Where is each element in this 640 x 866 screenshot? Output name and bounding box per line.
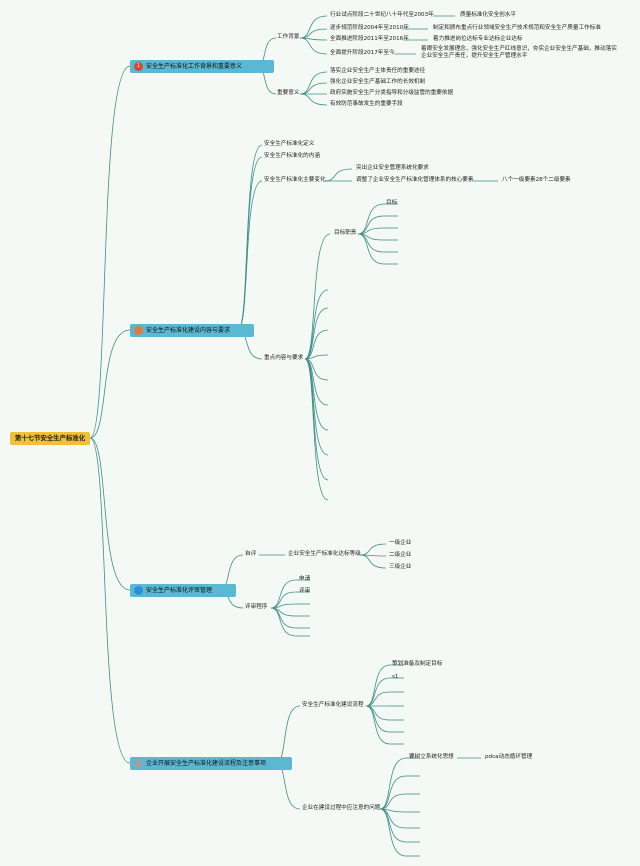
- node-stage-2-result[interactable]: 制定和颁布重点行业领域安全生产技术规范和安全生产质量工作标准: [433, 25, 601, 31]
- connector-51: [359, 543, 387, 556]
- connector-44: [357, 233, 385, 253]
- connector-62: [270, 607, 297, 629]
- section-4-badge: [134, 759, 143, 768]
- connector-82: [379, 757, 407, 810]
- node-flow-1[interactable]: 策划准备及制定目标: [392, 661, 443, 667]
- connector-56: [270, 591, 297, 609]
- node-pdca[interactable]: pdca动态循环管理: [485, 754, 533, 760]
- node-flow-2[interactable]: s1: [392, 674, 399, 680]
- connector-2: [89, 437, 131, 591]
- node-evaluate[interactable]: 评审: [299, 588, 311, 594]
- node-apply[interactable]: 申请: [299, 576, 311, 582]
- connector-38: [357, 215, 385, 235]
- node-stage-3-result[interactable]: 着力推进岗位达标专业达标企业达标: [433, 36, 523, 42]
- connector-70: [365, 677, 391, 707]
- connector-28: [304, 329, 329, 360]
- section-node-process[interactable]: 企业开展安全生产标准化建设流程及注意事项: [130, 757, 292, 770]
- connector-27: [304, 307, 329, 360]
- node-grade-1[interactable]: 一级企业: [389, 540, 412, 546]
- node-change-1[interactable]: 突出企业安全管理系统化要求: [356, 165, 429, 171]
- node-issues[interactable]: 企业在建设过程中应注意的问题: [302, 805, 381, 811]
- connector-0: [89, 65, 131, 439]
- node-stage-3[interactable]: 全面推进阶段2011年至2016年: [330, 36, 409, 42]
- connector-84: [379, 775, 407, 810]
- connector-35: [304, 358, 329, 501]
- connector-86: [379, 793, 407, 810]
- connector-78: [365, 705, 391, 733]
- node-significance-4[interactable]: 有效防范事故发生的重要手段: [330, 101, 403, 107]
- section-1-label: 安全生产标准化工作背景和重要意义: [146, 63, 243, 70]
- connector-80: [365, 705, 391, 745]
- node-grade-3[interactable]: 三级企业: [389, 564, 412, 570]
- connector-29: [304, 354, 329, 360]
- node-main-changes[interactable]: 安全生产标准化主要变化: [264, 177, 326, 183]
- section-node-background[interactable]: 1 安全生产标准化工作背景和重要意义: [130, 60, 274, 73]
- connector-14: [299, 71, 328, 95]
- node-definition[interactable]: 安全生产标准化定义: [264, 141, 315, 147]
- connector-46: [357, 233, 385, 265]
- connector-72: [365, 691, 391, 707]
- node-connotation[interactable]: 安全生产标准化的内涵: [264, 153, 320, 159]
- connector-1: [89, 329, 131, 439]
- connector-58: [270, 603, 297, 609]
- connector-26: [304, 289, 329, 360]
- connector-33: [304, 358, 329, 456]
- section-4-label: 企业开展安全生产标准化建设流程及注意事项: [146, 760, 267, 767]
- connector-54: [270, 579, 297, 609]
- node-goal[interactable]: 目标: [386, 200, 398, 206]
- node-stage-4[interactable]: 全面提升阶段2017年至今: [330, 50, 395, 56]
- connector-94: [379, 808, 407, 857]
- connector-6: [299, 15, 328, 39]
- node-significance[interactable]: 重要意义: [277, 90, 300, 96]
- connector-64: [270, 607, 297, 637]
- root-node[interactable]: 第十七节安全生产标准化: [10, 432, 90, 445]
- connector-68: [365, 664, 391, 707]
- section-2-label: 安全生产标准化建设内容与要求: [146, 327, 231, 334]
- node-stage-1-result[interactable]: 质量标准化安全创水平: [460, 12, 516, 18]
- node-change-2[interactable]: 调整了企业安全生产标准化管理体系的核心要素: [356, 177, 474, 183]
- node-stage-4-result[interactable]: 着眼安全发展理念，强化安全生产红线意识，夯实企业安全生产基础，推动落实企业安全生…: [421, 46, 617, 59]
- section-3-label: 安全生产标准化评审管理: [146, 587, 213, 594]
- node-significance-2[interactable]: 强化企业安全生产基础工作的长效机制: [330, 79, 426, 85]
- node-grade[interactable]: 企业安全生产标准化达标等级: [288, 551, 361, 557]
- node-grade-2[interactable]: 二级企业: [389, 552, 412, 558]
- node-work-background[interactable]: 工作背景: [277, 34, 300, 40]
- node-key-content[interactable]: 重点内容与要求: [264, 355, 304, 361]
- node-goal-duty[interactable]: 目标职责: [334, 230, 357, 236]
- connector-53: [359, 554, 387, 569]
- connector-22: [324, 168, 353, 182]
- connector-92: [379, 808, 407, 843]
- node-self-review[interactable]: 自评: [245, 551, 257, 557]
- connector-17: [299, 93, 328, 106]
- node-build-flow[interactable]: 安全生产标准化建设流程: [302, 702, 364, 708]
- section-1-badge: 1: [134, 62, 143, 71]
- node-significance-3[interactable]: 政府实施安全生产分类指导和分级监管的重要依据: [330, 90, 454, 96]
- connector-20: [237, 180, 263, 331]
- connector-18: [237, 144, 263, 331]
- connector-3: [89, 437, 131, 764]
- connector-15: [299, 82, 328, 95]
- node-stage-2[interactable]: 逐步规范阶段2004年至2010年: [330, 25, 409, 31]
- node-system-idea[interactable]: 要树立系统化思想: [409, 754, 454, 760]
- connector-66: [275, 705, 301, 764]
- section-node-review[interactable]: 安全生产标准化评审管理: [130, 584, 236, 597]
- node-significance-1[interactable]: 落实企业安全生产主体责任的重要途径: [330, 68, 426, 74]
- section-node-content[interactable]: 安全生产标准化建设内容与要求: [130, 324, 254, 337]
- node-stage-1[interactable]: 行业试点阶段二十世纪八十年代至2003年: [330, 12, 434, 18]
- section-3-badge: [134, 586, 143, 595]
- section-2-badge: [134, 326, 143, 335]
- node-change-2-detail[interactable]: 八个一级要素28个二级要素: [502, 177, 571, 183]
- connector-36: [357, 203, 385, 235]
- connector-25: [304, 233, 331, 360]
- connector-9: [299, 37, 328, 55]
- node-procedure[interactable]: 评审程序: [245, 604, 268, 610]
